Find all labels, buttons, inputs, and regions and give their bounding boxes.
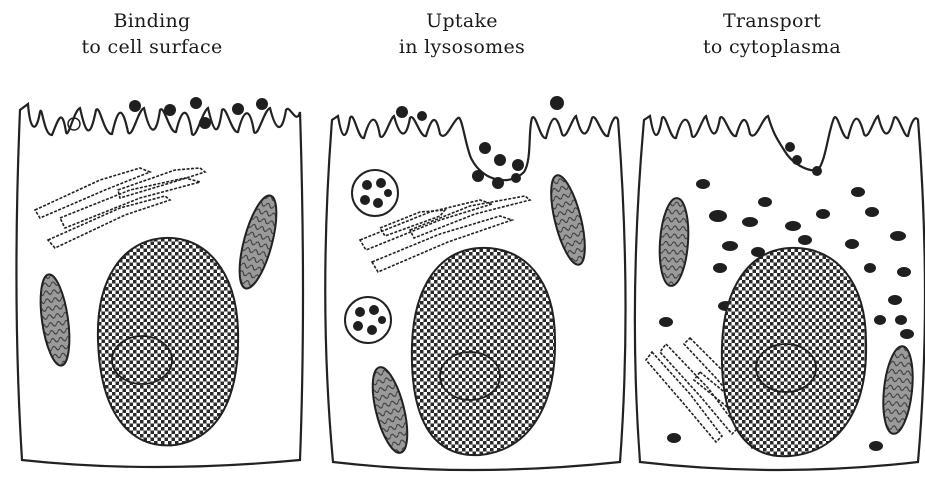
- cell-panel-2: [325, 96, 625, 470]
- cell-panel-1: [16, 97, 303, 467]
- mitochondrion: [544, 172, 591, 268]
- mitochondrion: [879, 345, 916, 435]
- cell-panel-3: [635, 116, 925, 470]
- lysosome: [345, 297, 391, 343]
- lysosome: [352, 170, 398, 216]
- surface-particles: [396, 96, 564, 121]
- nucleus: [98, 238, 238, 446]
- nucleus: [412, 248, 555, 455]
- endoplasmic-reticulum: [35, 168, 205, 248]
- mitochondrion: [657, 197, 691, 287]
- mitochondrion: [232, 192, 284, 292]
- endocytic-vesicle: [472, 142, 524, 189]
- nucleus: [722, 248, 866, 456]
- mitochondrion: [36, 273, 75, 368]
- mitochondrion: [366, 364, 414, 456]
